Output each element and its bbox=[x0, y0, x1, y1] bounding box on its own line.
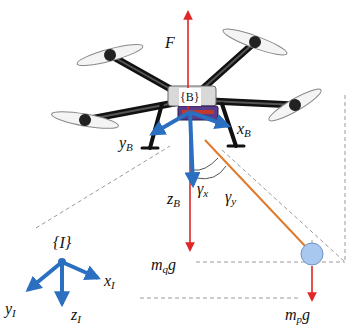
axis-label: {B} bbox=[179, 88, 201, 106]
axis-label: zB bbox=[166, 190, 181, 208]
axis-label: zI bbox=[70, 306, 82, 324]
axis-label: mpg bbox=[284, 306, 311, 324]
angle-arcs bbox=[193, 158, 226, 179]
axis-label: xI bbox=[103, 272, 116, 290]
body-axes bbox=[152, 112, 228, 185]
axis-label: yB bbox=[118, 134, 134, 152]
axis-label: F bbox=[164, 34, 176, 52]
axis-label: mqg bbox=[150, 256, 177, 274]
axis-label: xB bbox=[236, 120, 252, 138]
axis-label: γy bbox=[224, 188, 237, 206]
cable bbox=[205, 140, 306, 247]
axis-label: yI bbox=[4, 300, 17, 318]
construction-lines bbox=[36, 95, 345, 298]
inertial-axes bbox=[28, 258, 98, 304]
axis-label: {I} bbox=[52, 234, 72, 252]
force-arrows bbox=[188, 12, 312, 300]
axis-label: γx bbox=[196, 180, 209, 198]
payload bbox=[301, 243, 323, 265]
